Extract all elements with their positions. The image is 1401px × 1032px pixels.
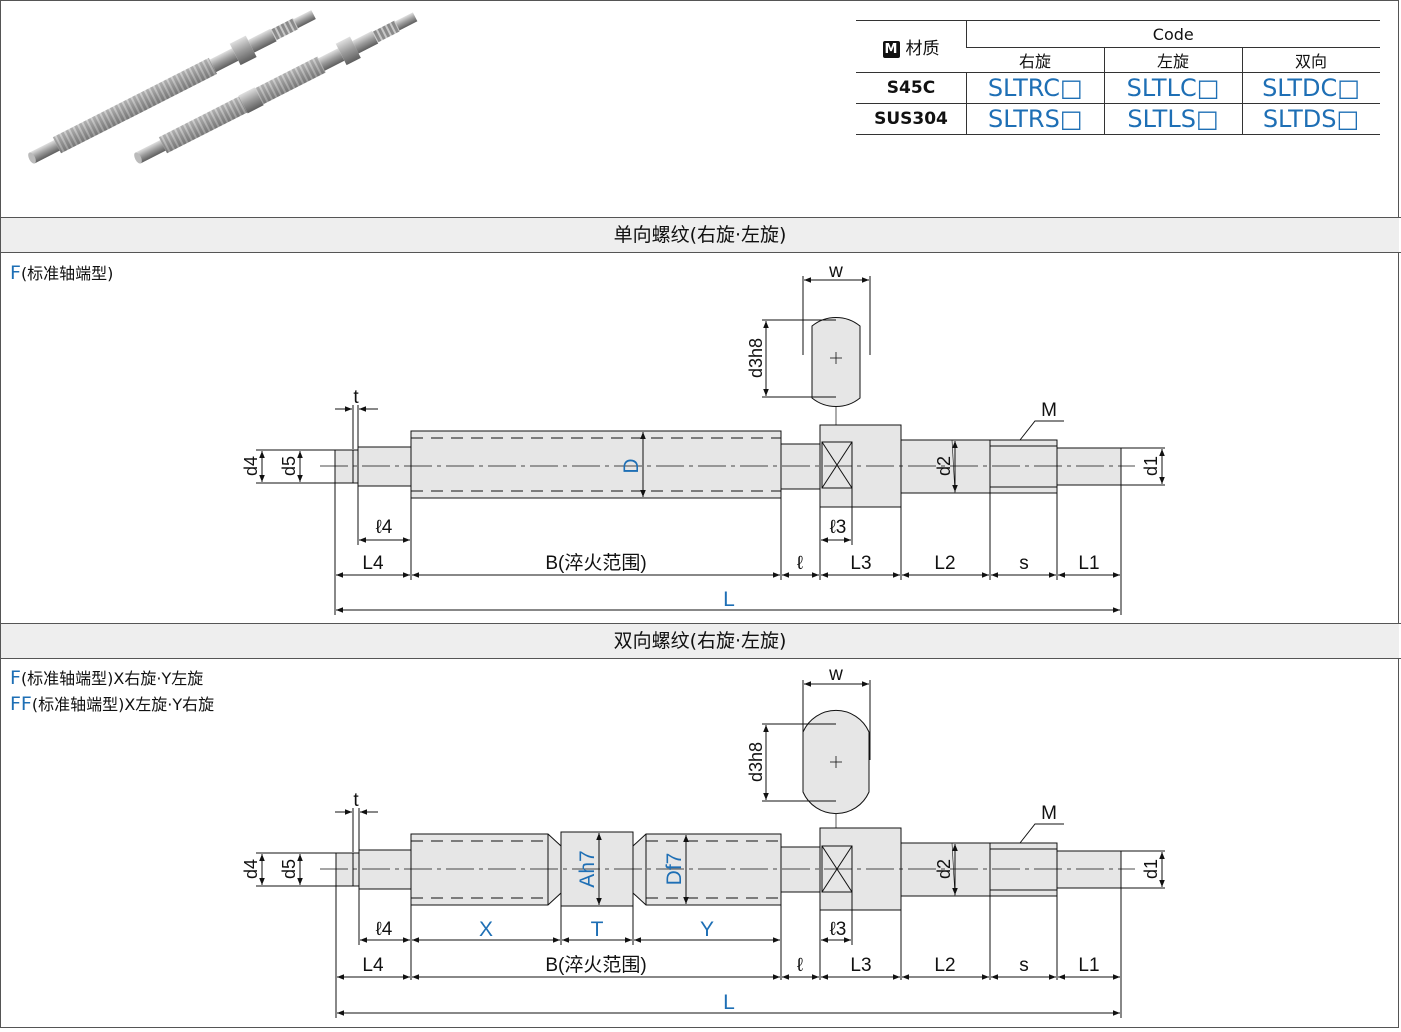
dim-M: M xyxy=(1041,803,1057,824)
subheader-left: 左旋 xyxy=(1103,47,1242,73)
material-header: 材质 xyxy=(905,39,940,59)
dim-L1: L1 xyxy=(1078,955,1099,976)
dim-A: Ah7 xyxy=(576,850,599,887)
dim-l4: ℓ4 xyxy=(376,919,393,940)
section1-caption: F(标准轴端型) xyxy=(10,262,113,285)
dim-d5: d5 xyxy=(279,456,299,476)
dim-X: X xyxy=(479,918,493,941)
dim-D: D xyxy=(620,458,643,473)
dim-d4: d4 xyxy=(241,859,261,879)
section2-caption2-text: (标准轴端型)X左旋·Y右旋 xyxy=(31,695,215,714)
dim-d4: d4 xyxy=(241,456,261,476)
dim-L: L xyxy=(723,991,735,1014)
product-illustration xyxy=(28,10,418,164)
section2-caption-line1: F(标准轴端型)X右旋·Y左旋 xyxy=(10,667,203,690)
thread-section-Y xyxy=(632,833,782,906)
subheader-double: 双向 xyxy=(1241,47,1380,73)
dim-L2: L2 xyxy=(934,553,955,574)
code-sltrs: SLTRS□ xyxy=(966,103,1104,135)
dim-d1: d1 xyxy=(1141,859,1161,879)
section2-caption1-code: F xyxy=(10,667,21,689)
subheader-right: 右旋 xyxy=(966,47,1104,73)
code-header: Code xyxy=(966,20,1380,48)
dim-Df: Df7 xyxy=(663,853,686,886)
divider xyxy=(0,658,1401,659)
material-s45c: S45C xyxy=(856,72,967,104)
dim-L3: L3 xyxy=(850,955,871,976)
dim-B: B(淬火范围) xyxy=(545,552,646,574)
code-sltdc: SLTDC□ xyxy=(1241,72,1380,104)
drawing-double-thread: w d3h8 t M d4 d5 Ah7 Df7 d2 d1 ℓ4 X T Y … xyxy=(241,664,1165,1018)
dim-w: w xyxy=(828,664,843,685)
dim-d2: d2 xyxy=(934,859,954,879)
dim-L: L xyxy=(723,588,735,611)
shaft-end-d4 xyxy=(334,449,359,484)
dim-L2: L2 xyxy=(934,955,955,976)
divider xyxy=(0,252,1401,253)
material-badge-icon: M xyxy=(882,41,900,58)
material-sus304: SUS304 xyxy=(856,103,967,135)
thread-section-X xyxy=(410,833,562,906)
section2-caption-line2: FF(标准轴端型)X左旋·Y右旋 xyxy=(10,693,214,716)
code-sltls: SLTLS□ xyxy=(1103,103,1242,135)
thread-section-M xyxy=(989,842,1058,897)
dim-t: t xyxy=(353,790,359,811)
drawing-single-thread: w d3h8 t M d4 d5 D d2 d1 ℓ4 ℓ3 L4 B(淬火范围… xyxy=(241,261,1165,615)
dim-L4: L4 xyxy=(362,553,384,574)
dim-s: s xyxy=(1019,955,1029,976)
material-header-cell: M 材质 xyxy=(856,20,967,73)
dim-d2: d2 xyxy=(934,456,954,476)
divider xyxy=(0,217,1401,218)
dim-l4: ℓ4 xyxy=(376,517,393,538)
code-sltlc: SLTLC□ xyxy=(1103,72,1242,104)
shaft-d5 xyxy=(357,446,412,487)
code-sltds: SLTDS□ xyxy=(1241,103,1380,135)
code-sltrc: SLTRC□ xyxy=(966,72,1104,104)
dim-s: s xyxy=(1019,553,1029,574)
dim-w: w xyxy=(828,261,843,282)
dim-M: M xyxy=(1041,400,1057,421)
thread-section-D xyxy=(410,430,782,499)
section2-caption2-code: FF xyxy=(10,693,32,715)
shaft-d1 xyxy=(1056,447,1122,486)
dim-l3: ℓ3 xyxy=(830,919,847,940)
dim-B: B(淬火范围) xyxy=(545,954,646,976)
section2-caption1-text: (标准轴端型)X右旋·Y左旋 xyxy=(20,669,204,688)
material-code-table: M 材质 Code 右旋 左旋 双向 S45C SLTRC□ SLTLC□ SLT… xyxy=(856,20,1380,135)
dim-L1: L1 xyxy=(1078,553,1099,574)
shaft-l xyxy=(780,443,821,490)
dim-l: ℓ xyxy=(797,553,803,574)
section1-title: 单向螺纹(右旋·左旋) xyxy=(1,218,1399,252)
thread-section-M xyxy=(989,439,1058,494)
dim-L4: L4 xyxy=(362,955,384,976)
dim-d1: d1 xyxy=(1141,456,1161,476)
dim-l3: ℓ3 xyxy=(830,517,847,538)
dim-d5: d5 xyxy=(279,859,299,879)
section1-caption-code: F xyxy=(10,262,21,284)
dim-l: ℓ xyxy=(797,955,803,976)
dim-Y: Y xyxy=(700,918,714,941)
divider xyxy=(0,623,1401,624)
dim-T: T xyxy=(591,918,604,941)
dim-d3: d3h8 xyxy=(746,338,766,378)
section1-caption-text: (标准轴端型) xyxy=(20,264,114,283)
dim-d3: d3h8 xyxy=(746,742,766,782)
dim-t: t xyxy=(353,387,359,408)
section2-title: 双向螺纹(右旋·左旋) xyxy=(1,624,1399,658)
dim-L3: L3 xyxy=(850,553,871,574)
